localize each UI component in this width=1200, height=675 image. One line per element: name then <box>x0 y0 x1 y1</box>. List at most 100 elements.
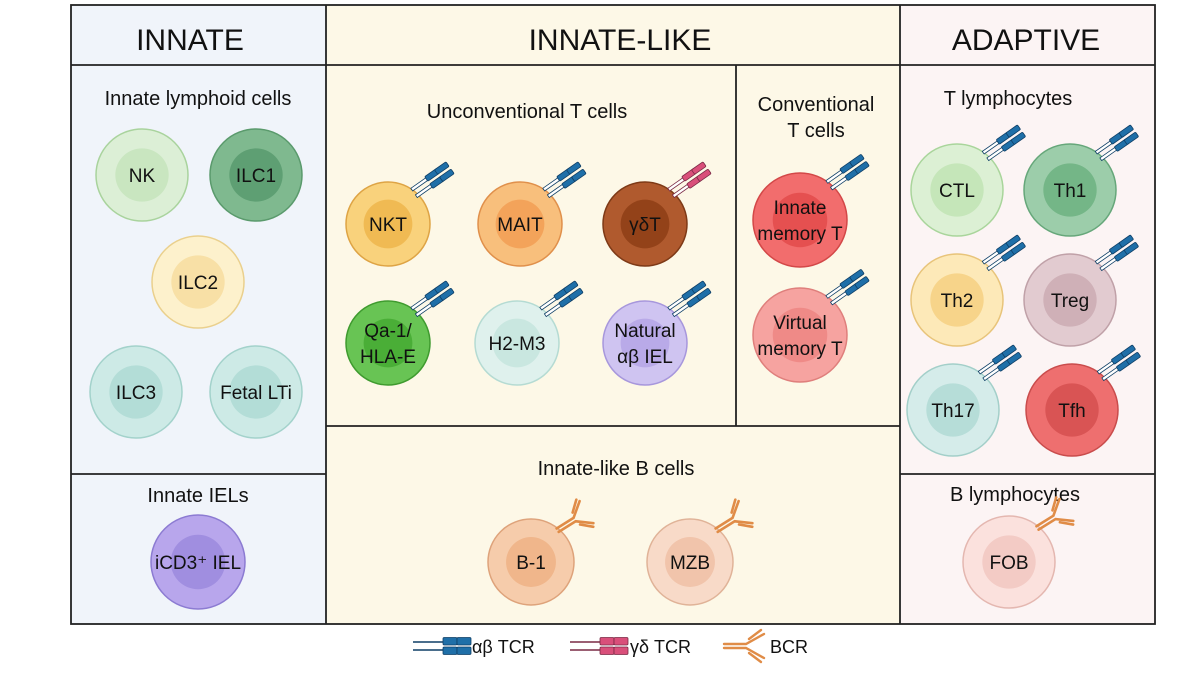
cell-innate-mem-t: Innate memory T <box>752 154 870 268</box>
section-title-conventional-t-line1: Conventional <box>758 94 875 116</box>
ab-tcr-receptor <box>981 124 1026 162</box>
outer-border <box>70 4 1156 625</box>
cell-ilc1: ILC1 <box>209 128 303 222</box>
section-title-innate-iels: Innate IELs <box>147 485 248 507</box>
cell-label: NK <box>129 166 156 187</box>
cell-label: iCD3⁺ IEL <box>155 553 241 574</box>
cell-nk: NK <box>95 128 189 222</box>
ab-tcr-receptor <box>667 280 712 318</box>
cell-nucleus <box>171 255 225 309</box>
cell-mait: MAIT <box>477 161 587 267</box>
cell-label: αβ IEL <box>617 347 673 368</box>
section-title-t-lymphocytes: T lymphocytes <box>944 88 1073 110</box>
cell-label: NKT <box>369 215 407 236</box>
cell-nucleus <box>1045 383 1099 437</box>
cell-tfh: Tfh <box>1025 344 1141 457</box>
grid-lines <box>70 4 1156 625</box>
legend-gd-tcr-symbol <box>570 637 629 655</box>
cell-label: B-1 <box>516 553 546 574</box>
ab-tcr-receptor <box>825 154 870 191</box>
cell-label: Th1 <box>1054 181 1087 202</box>
column-title-adaptive: ADAPTIVE <box>952 24 1100 57</box>
column-title-innate: INNATE <box>136 24 244 57</box>
section-title-innate-lymphoid-cells: Innate lymphoid cells <box>105 88 292 110</box>
cell-label: memory T <box>757 339 843 360</box>
cell-label: H2-M3 <box>488 334 545 355</box>
cell-label: Treg <box>1051 291 1089 312</box>
cell-ilc3: ILC3 <box>89 345 183 439</box>
section-title-conventional-t-line2: T cells <box>787 120 844 142</box>
cell-label: HLA-E <box>360 347 416 368</box>
cell-label: Fetal LTi <box>220 383 292 404</box>
ab-tcr-receptor <box>1096 344 1141 382</box>
cell-label: Th17 <box>931 401 974 422</box>
cell-ilc2: ILC2 <box>151 235 245 329</box>
legend-label-gd-tcr: γδ TCR <box>630 637 691 657</box>
cell-fetal-lti: Fetal LTi <box>209 345 303 439</box>
cell-nucleus <box>109 365 163 419</box>
cell-nucleus <box>620 318 670 368</box>
cell-b1: B-1 <box>487 498 595 606</box>
column-title-innate-like: INNATE-LIKE <box>529 24 712 57</box>
cell-treg: Treg <box>1023 234 1139 347</box>
cell-label: Tfh <box>1058 401 1085 422</box>
cell-label: MZB <box>670 553 710 574</box>
cell-th1: Th1 <box>1023 124 1139 237</box>
ab-tcr-receptor <box>539 280 584 318</box>
cell-nucleus <box>1043 163 1097 217</box>
cell-label: memory T <box>757 224 843 245</box>
cell-nucleus <box>772 192 828 248</box>
gd-tcr-receptor <box>667 161 712 199</box>
ab-tcr-receptor <box>542 161 587 199</box>
cell-nucleus <box>363 318 413 368</box>
cell-nucleus <box>1043 273 1097 327</box>
cell-nucleus <box>170 534 226 590</box>
cell-th2: Th2 <box>910 234 1026 347</box>
section-title-b-lymphocytes: B lymphocytes <box>950 484 1080 506</box>
cell-label: FOB <box>989 553 1028 574</box>
cell-icd3-iel: iCD3⁺ IEL <box>150 514 246 610</box>
cell-label: ILC3 <box>116 383 156 404</box>
bcr-receptor <box>714 498 754 534</box>
cell-nucleus <box>495 199 545 249</box>
cell-nucleus <box>982 535 1036 589</box>
cell-nucleus <box>363 199 413 249</box>
ab-tcr-receptor <box>981 234 1026 272</box>
cell-label: Virtual <box>773 313 827 334</box>
cell-nucleus <box>930 273 984 327</box>
legend-bcr-symbol <box>722 628 766 664</box>
cell-nucleus <box>926 383 980 437</box>
cell-nkt: NKT <box>345 161 455 267</box>
cell-nucleus <box>930 163 984 217</box>
ab-tcr-receptor <box>410 161 455 199</box>
legend-label-ab-tcr: αβ TCR <box>472 637 535 657</box>
legend: αβ TCR γδ TCR BCR <box>413 628 808 664</box>
cell-label: Qa-1/ <box>364 321 412 342</box>
cell-nucleus <box>506 537 556 587</box>
cell-fob: FOB <box>962 496 1075 609</box>
cell-mzb: MZB <box>646 498 754 606</box>
ab-tcr-receptor <box>1094 234 1139 272</box>
ab-tcr-receptor <box>410 280 455 318</box>
cell-gdt: γδT <box>602 161 712 267</box>
bcr-receptor <box>555 498 595 534</box>
section-title-innate-like-b: Innate-like B cells <box>538 458 695 480</box>
cell-label: γδT <box>629 215 661 236</box>
cell-nucleus <box>229 365 283 419</box>
cell-label: CTL <box>939 181 975 202</box>
cell-label: Innate <box>774 198 827 219</box>
cell-ctl: CTL <box>910 124 1026 237</box>
cell-th17: Th17 <box>906 344 1022 457</box>
cell-virtual-mem-t: Virtual memory T <box>752 269 870 383</box>
cell-qa1: Qa-1/HLA-E <box>345 280 455 386</box>
cell-nucleus <box>229 148 283 202</box>
cell-nucleus <box>620 199 670 249</box>
ab-tcr-receptor <box>1094 124 1139 162</box>
ab-tcr-receptor <box>825 269 870 306</box>
bcr-receptor <box>1035 496 1075 531</box>
cell-label: MAIT <box>497 215 543 236</box>
section-title-unconventional-t: Unconventional T cells <box>427 101 628 123</box>
